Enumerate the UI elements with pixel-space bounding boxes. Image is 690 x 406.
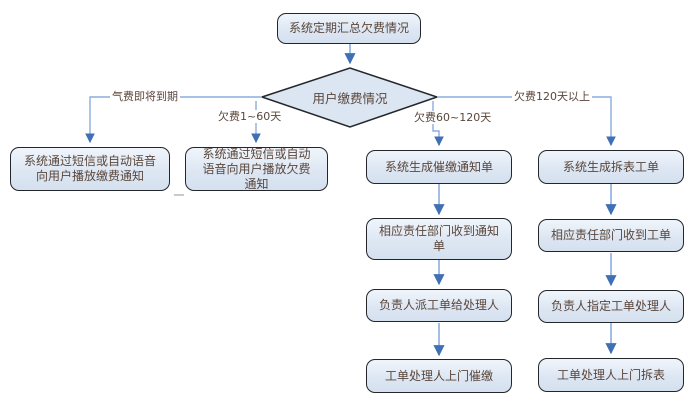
- node-removal-dept-receive-label: 相应责任部门收到工单: [550, 228, 671, 242]
- node-press-dept-receive: 相应责任部门收到通知单: [366, 218, 512, 260]
- branch-label-120-plus: 欠费120天以上: [512, 90, 592, 103]
- node-start-label: 系统定期汇总欠费情况: [288, 21, 409, 35]
- node-removal-generate: 系统生成拆表工单: [538, 150, 684, 184]
- node-press-dispatch-label: 负责人派工单给处理人: [378, 298, 499, 312]
- node-press-dispatch: 负责人派工单给处理人: [366, 289, 512, 322]
- node-press-generate: 系统生成催缴通知单: [366, 150, 512, 184]
- branch-label-60-120: 欠费60~120天: [412, 111, 494, 124]
- node-removal-assign-label: 负责人指定工单处理人: [550, 299, 671, 313]
- branch-label-due-soon: 气费即将到期: [110, 90, 180, 103]
- node-removal-visit: 工单处理人上门拆表: [538, 358, 684, 392]
- node-removal-dept-receive: 相应责任部门收到工单: [538, 219, 684, 252]
- node-notify-pay: 系统通过短信或自动语音向用户播放缴费通知: [10, 147, 170, 191]
- node-notify-pay-label: 系统通过短信或自动语音向用户播放缴费通知: [23, 154, 156, 183]
- connector-branch-due-soon: [85, 96, 262, 144]
- branch-label-1-60: 欠费1~60天: [216, 110, 284, 123]
- node-removal-generate-label: 系统生成拆表工单: [562, 159, 659, 174]
- node-removal-assign: 负责人指定工单处理人: [538, 290, 684, 323]
- node-press-visit: 工单处理人上门催缴: [366, 359, 512, 393]
- node-start: 系统定期汇总欠费情况: [277, 13, 421, 44]
- node-notify-arrears: 系统通过短信或自动语音向用户播放欠费通知: [185, 147, 328, 191]
- node-removal-visit-label: 工单处理人上门拆表: [556, 367, 665, 382]
- node-decision: 用户缴费情况: [272, 68, 428, 127]
- node-press-visit-label: 工单处理人上门催缴: [384, 368, 493, 383]
- node-notify-arrears-label: 系统通过短信或自动语音向用户播放欠费通知: [202, 146, 311, 191]
- node-decision-label: 用户缴费情况: [312, 91, 388, 106]
- node-press-dept-receive-label: 相应责任部门收到通知单: [378, 224, 499, 253]
- stray-mark: [174, 194, 184, 196]
- node-press-generate-label: 系统生成催缴通知单: [384, 159, 493, 174]
- connector-branch-120-plus: [437, 96, 616, 147]
